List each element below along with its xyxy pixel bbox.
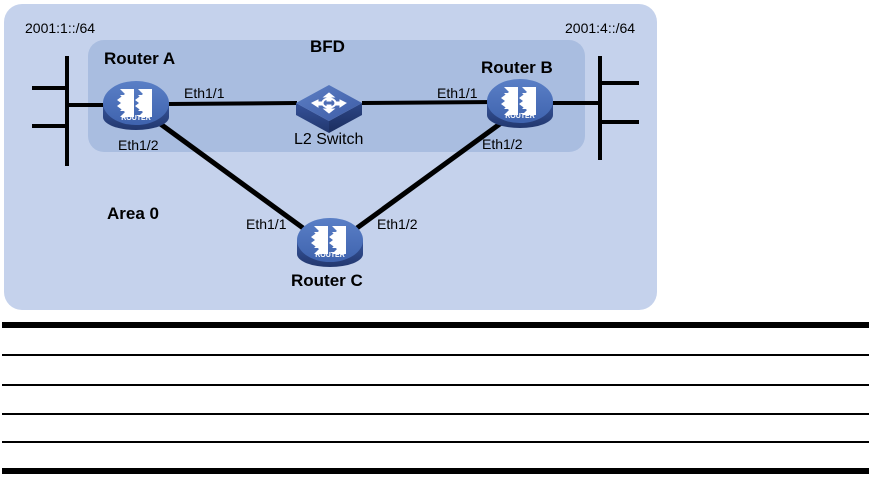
table-row (2, 356, 869, 384)
spec-table-wrapper (2, 322, 869, 474)
table-rule (2, 354, 869, 356)
area0-label: Area 0 (107, 204, 159, 223)
link-routera-switch (167, 101, 298, 106)
link-routerb-routerc (355, 115, 510, 231)
table-rule (2, 413, 869, 415)
table-row (2, 328, 869, 354)
router-a-eth1-2-label: Eth1/2 (118, 137, 159, 153)
router-a-icon[interactable]: ROUTER (103, 81, 169, 130)
router-b-label: Router B (481, 58, 553, 77)
link-switch-routerb (361, 100, 498, 105)
table-row (2, 415, 869, 441)
router-c-badge: ROUTER (315, 252, 345, 259)
left-network-label: 2001:1::/64 (25, 20, 96, 36)
left-network-bus (32, 56, 113, 166)
router-c-eth1-2-label: Eth1/2 (377, 216, 418, 232)
table-rule (2, 441, 869, 443)
router-b-eth1-2-label: Eth1/2 (482, 136, 523, 152)
router-b-eth1-1-label: Eth1/1 (437, 85, 478, 101)
table-top-rule (2, 322, 869, 328)
l2-switch-icon[interactable] (296, 85, 362, 133)
router-a-eth1-1-label: Eth1/1 (184, 85, 225, 101)
router-b-icon[interactable]: ROUTER (487, 79, 553, 128)
table-row (2, 386, 869, 413)
l2-switch-label: L2 Switch (294, 131, 364, 148)
table-bottom-rule (2, 468, 869, 474)
link-routera-routerc (153, 117, 305, 231)
router-c-eth1-1-label: Eth1/1 (246, 216, 287, 232)
bfd-region-label: BFD (310, 37, 345, 56)
router-b-badge: ROUTER (505, 113, 535, 120)
router-a-badge: ROUTER (121, 115, 151, 122)
table-row (2, 443, 869, 468)
router-a-label: Router A (104, 49, 176, 68)
right-network-bus (552, 56, 639, 160)
router-c-icon[interactable]: ROUTER (297, 218, 363, 267)
router-c-label: Router C (291, 271, 363, 290)
right-network-label: 2001:4::/64 (565, 20, 636, 36)
table-rule (2, 384, 869, 386)
